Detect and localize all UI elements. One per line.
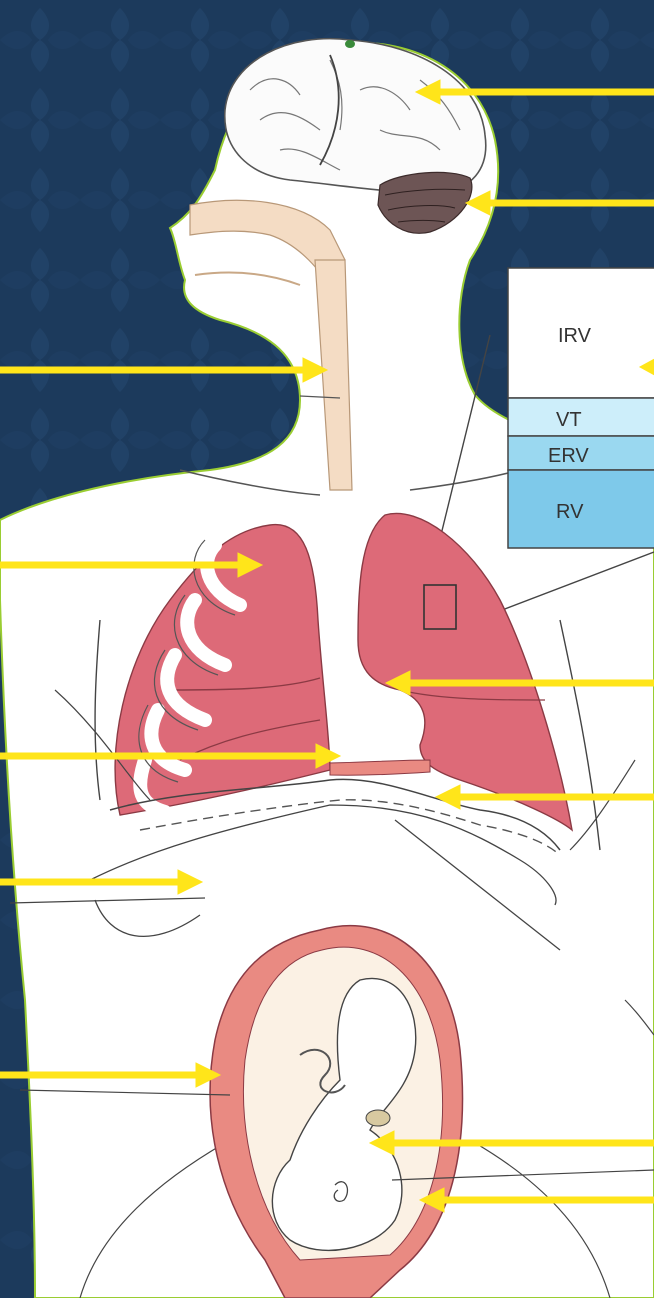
fetus-cord-knot <box>366 1110 390 1126</box>
brain-marker <box>345 40 355 48</box>
irv-label: IRV <box>558 325 592 347</box>
rv-label: RV <box>556 501 584 523</box>
vt-label: VT <box>556 409 582 431</box>
diaphragm <box>330 760 430 775</box>
lung-volumes-chart: IRV VT ERV RV <box>508 268 654 548</box>
erv-label: ERV <box>548 445 589 467</box>
